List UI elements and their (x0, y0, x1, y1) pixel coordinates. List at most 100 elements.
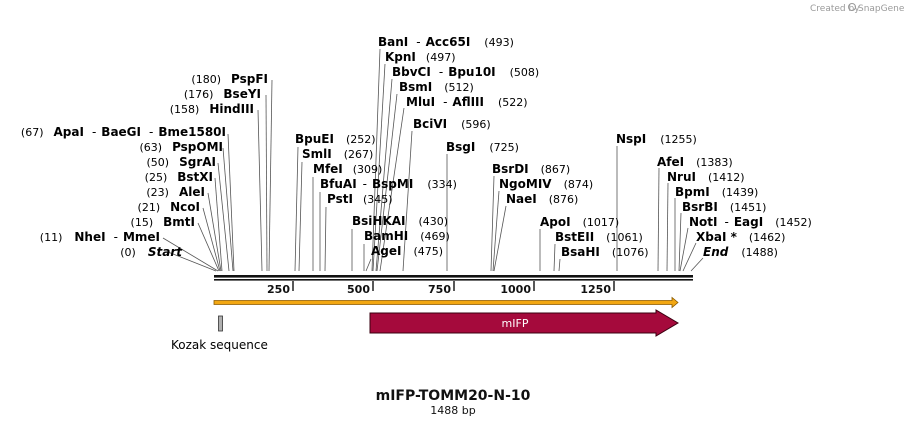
site-ncoi-name: NcoI (170, 200, 200, 214)
site-pspfi: (180)PspFI (191, 72, 268, 86)
site-bfuai-name: BfuAI (320, 177, 357, 191)
site-xbai: XbaI * (1462) (696, 230, 785, 244)
site-eagi-name: EagI (734, 215, 763, 229)
site-agei-name: AgeI (371, 244, 401, 258)
site-bpuei: BpuEI(252) (295, 132, 376, 146)
site-bbvci-pos: (508) (510, 66, 540, 79)
site-separator: - (439, 65, 443, 79)
site-bmti: (15) BmtI (131, 215, 195, 229)
site-bstxi-name: BstXI (177, 170, 213, 184)
site-labels-right: BsrDI(867) NgoMIV(874) NaeI(876) ApoI (10… (492, 132, 812, 259)
site-end: End (1488) (703, 245, 778, 259)
site-bsrdi-pos: (867) (541, 163, 571, 176)
site-baegi-name: BaeGI (101, 125, 141, 139)
site-agei-pos: (475) (413, 245, 443, 258)
site-afei-pos: (1383) (696, 156, 733, 169)
site-separator: - (725, 215, 729, 229)
site-noti-pos: (1452) (775, 216, 812, 229)
ruler: 250 500 750 1000 1250 (267, 281, 615, 296)
site-hindiii: (158)HindIII (170, 102, 254, 116)
site-kpni-name: KpnI (385, 50, 416, 64)
site-sgrai: (50)SgrAI (147, 155, 217, 169)
site-nspi-name: NspI (616, 132, 646, 146)
site-nspi: NspI (1255) (616, 132, 697, 146)
site-naei: NaeI(876) (506, 192, 578, 206)
site-bsmi-name: BsmI (399, 80, 432, 94)
site-apoi-name: ApoI (540, 215, 571, 229)
site-separator: - (363, 177, 367, 191)
site-nhei: (11)NheI-MmeI (40, 230, 160, 244)
site-bmti-pos: (15) (131, 216, 154, 229)
orf-arrow-shape (213, 296, 679, 309)
site-bpu10i-name: Bpu10I (448, 65, 495, 79)
site-ngomiv-name: NgoMIV (499, 177, 552, 191)
site-bamhi-pos: (469) (420, 230, 450, 243)
site-end-name: End (703, 245, 729, 259)
site-bsahi-name: BsaHI (561, 245, 600, 259)
site-bcivi: BciVI(596) (413, 117, 491, 131)
site-afei: AfeI(1383) (657, 155, 733, 169)
site-ngomiv: NgoMIV(874) (499, 177, 593, 191)
site-mlui-name: MluI (406, 95, 435, 109)
site-separator: - (149, 125, 153, 139)
site-bsgi: BsgI(725) (446, 140, 519, 154)
tick-label: 250 (267, 283, 290, 296)
snapgene-credit: Created by SnapGene (810, 3, 905, 14)
credit-text: Created by (810, 4, 860, 14)
site-bsihkai: BsiHKAI(430) (352, 214, 448, 228)
tick-label: 1250 (580, 283, 611, 296)
site-nrui-pos: (1412) (708, 171, 745, 184)
site-naei-pos: (876) (549, 193, 579, 206)
site-separator: - (443, 95, 447, 109)
feature-kozak-label: Kozak sequence (171, 338, 268, 352)
backbone (214, 275, 693, 281)
site-bfuai-pos: (334) (427, 178, 457, 191)
site-noti-name: NotI (689, 215, 718, 229)
site-agei: AgeI (475) (371, 244, 443, 258)
site-end-pos: (1488) (741, 246, 778, 259)
site-pspomi-name: PspOMI (172, 140, 223, 154)
site-start-pos: (0) (120, 246, 136, 259)
site-start: (0)Start (120, 245, 183, 259)
map-title: mIFP-TOMM20-N-10 (376, 388, 531, 404)
orf-arrow (213, 296, 679, 309)
feature-mifp-label: mIFP (502, 317, 529, 330)
site-nrui-name: NruI (667, 170, 696, 184)
site-bsrdi: BsrDI(867) (492, 162, 570, 176)
site-separator: - (114, 230, 118, 244)
site-labels-middle: BpuEI(252) SmlI(267) MfeI(309) BfuAI-Bsp… (295, 35, 539, 258)
site-bmti-name: BmtI (163, 215, 195, 229)
site-psti-pos: (345) (363, 193, 393, 206)
site-bsrbi-pos: (1451) (730, 201, 767, 214)
site-bpuei-name: BpuEI (295, 132, 334, 146)
site-xbai-pos: (1462) (749, 231, 786, 244)
site-bstxi-pos: (25) (145, 171, 168, 184)
site-acc65i-name: Acc65I (426, 35, 471, 49)
site-pspfi-pos: (180) (191, 73, 221, 86)
site-separator: - (92, 125, 96, 139)
site-nrui: NruI (1412) (667, 170, 745, 184)
site-separator: - (416, 35, 420, 49)
site-apoi: ApoI (1017) (540, 215, 619, 229)
site-kpni-pos: (497) (426, 51, 456, 64)
site-apai-pos: (67) (21, 126, 44, 139)
site-hindiii-name: HindIII (209, 102, 254, 116)
site-mlui-pos: (522) (498, 96, 528, 109)
site-psti-name: PstI (327, 192, 353, 206)
site-bsgi-name: BsgI (446, 140, 475, 154)
site-sgrai-name: SgrAI (179, 155, 216, 169)
site-apoi-pos: (1017) (583, 216, 620, 229)
site-alei-name: AleI (179, 185, 205, 199)
site-smli-pos: (267) (344, 148, 374, 161)
site-mlui: MluI-AflIII(522) (406, 95, 528, 109)
site-bsrbi-name: BsrBI (682, 200, 718, 214)
site-bme1580i-name: Bme1580I (158, 125, 226, 139)
feature-mifp: mIFP (369, 309, 679, 337)
site-xbai-name: XbaI * (696, 230, 738, 244)
site-bsrbi: BsrBI (1451) (682, 200, 766, 214)
site-noti: NotI-EagI (1452) (689, 215, 812, 229)
site-nspi-pos: (1255) (660, 133, 697, 146)
site-apai: (67)ApaI-BaeGI-Bme1580I (21, 125, 226, 139)
site-bani-name: BanI (378, 35, 408, 49)
